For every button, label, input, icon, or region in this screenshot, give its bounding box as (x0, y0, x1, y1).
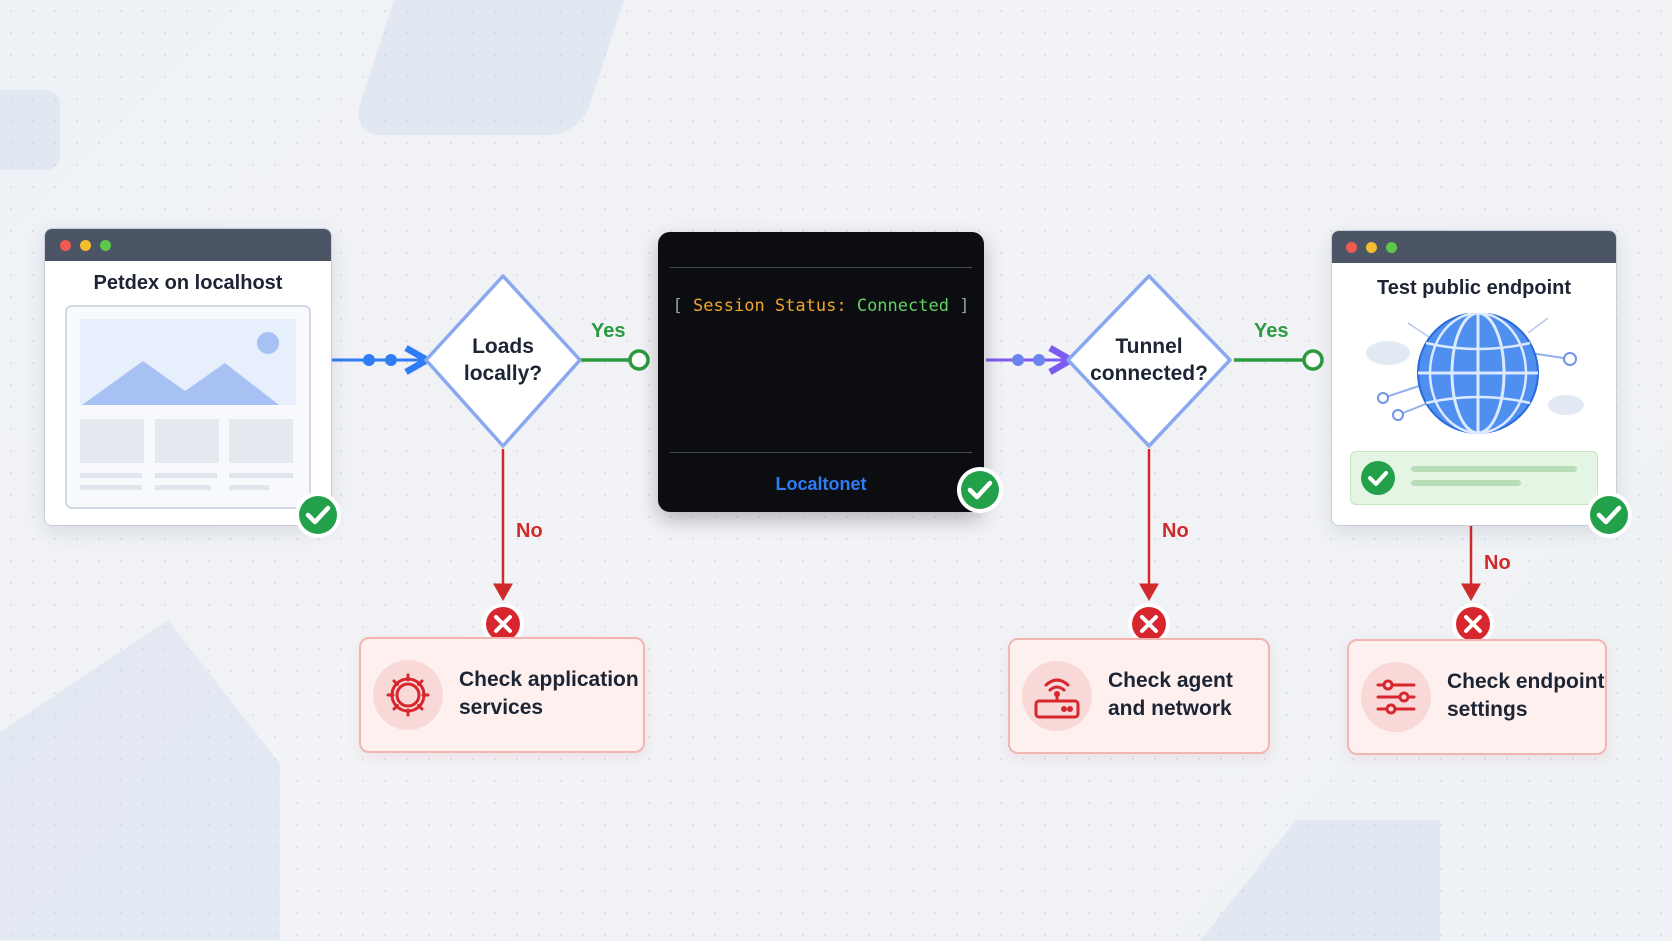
minimize-dot (1366, 242, 1377, 253)
error-text: Check endpoint settings (1447, 668, 1605, 724)
sliders-icon (1376, 679, 1416, 715)
placeholder-bar (1411, 466, 1577, 472)
decision1-label: Loads locally? (463, 335, 543, 385)
bracket-close: ] (959, 296, 970, 316)
error-box-endpoint: Check endpoint settings (1347, 639, 1607, 755)
error-line2: and network (1108, 697, 1232, 720)
decision2-yes-label: Yes (1254, 320, 1289, 342)
check-icon (1361, 461, 1395, 495)
decision1-no-label: No (516, 520, 543, 542)
error-x-icon (482, 603, 524, 645)
minimize-dot (80, 240, 91, 251)
connector-dot (385, 354, 397, 366)
end-window-title: Test public endpoint (1376, 277, 1572, 299)
session-status-value: Connected (856, 296, 949, 316)
error-icon-background (1022, 661, 1092, 731)
connector-dot (1012, 354, 1024, 366)
webpage-mockup-icon (65, 305, 311, 509)
terminal-divider (670, 452, 972, 453)
session-status-line: [ Session Status: Connected ] (658, 296, 984, 316)
error-box-application: Check application services (359, 637, 645, 753)
placeholder-bar (1411, 480, 1521, 486)
start-window: Petdex on localhost (44, 228, 332, 526)
error-x-icon (1452, 603, 1494, 645)
decision2-no-label: No (1162, 520, 1189, 542)
error-line1: Check endpoint (1447, 670, 1605, 693)
end-window-no-label: No (1484, 552, 1511, 574)
start-window-title: Petdex on localhost (93, 272, 283, 294)
session-status-key: Session Status: (693, 296, 847, 316)
close-dot (60, 240, 71, 251)
bracket-open: [ (672, 296, 683, 316)
terminal-brand: Localtonet (775, 474, 867, 494)
connector-dot (1033, 354, 1045, 366)
close-dot (1346, 242, 1357, 253)
error-line1: Check application (459, 668, 639, 691)
maximize-dot (1386, 242, 1397, 253)
error-line1: Check agent (1108, 669, 1233, 692)
window-titlebar (45, 229, 331, 261)
success-check-icon (295, 492, 341, 538)
error-box-agent: Check agent and network (1008, 638, 1270, 754)
background-shape (0, 90, 60, 170)
window-titlebar (1332, 231, 1616, 263)
decision2-label: Tunnel connected? (1090, 335, 1208, 385)
decision1-yes-label: Yes (591, 320, 626, 342)
decision1-diamond (424, 274, 582, 448)
error-line2: services (459, 696, 544, 719)
decision2-diamond (1066, 274, 1232, 448)
endpoint-ok-panel (1350, 451, 1598, 505)
tunnel-terminal: [ Session Status: Connected ] Localtonet (658, 232, 984, 512)
connector-end-ring (628, 349, 650, 371)
error-text: Check agent and network (1108, 667, 1233, 723)
error-icon-background (373, 660, 443, 730)
gear-icon (386, 673, 430, 717)
success-check-icon (1586, 492, 1632, 538)
connector-dot (363, 354, 375, 366)
error-line2: settings (1447, 698, 1528, 721)
error-icon-background (1361, 662, 1431, 732)
error-x-icon (1128, 603, 1170, 645)
maximize-dot (100, 240, 111, 251)
success-check-icon (957, 467, 1003, 513)
connector-end-ring (1302, 349, 1324, 371)
globe-network-icon (1366, 313, 1584, 435)
terminal-divider (670, 267, 972, 268)
error-text: Check application services (459, 666, 639, 722)
router-icon (1034, 678, 1080, 719)
end-window: Test public endpoint (1331, 230, 1617, 526)
